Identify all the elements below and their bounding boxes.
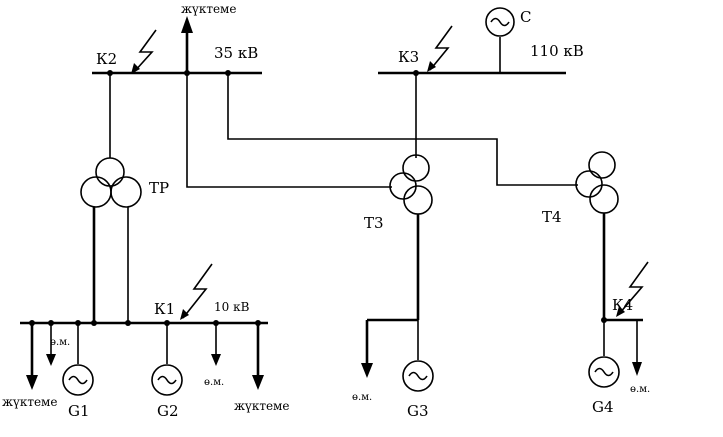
transformer-t3-label: Т3: [364, 214, 384, 232]
lightning-icon-k1: [180, 263, 213, 320]
lightning-icon-k3: [427, 25, 453, 72]
om-label-2: ө.м.: [204, 377, 224, 388]
wire-35kv-to-t4: [227, 73, 578, 186]
lightning-icon-k2: [131, 29, 157, 74]
fault-label-k1: К1: [154, 300, 175, 318]
branch-g3: [361, 318, 434, 392]
load-left-label: жүктеме: [2, 395, 58, 409]
om-label-3: ө.м.: [352, 392, 372, 403]
bus-110kv: [378, 70, 566, 76]
load-right-label: жүктеме: [234, 399, 290, 413]
source-c: [485, 7, 515, 73]
fault-label-k4: К4: [612, 296, 633, 314]
om-label-1: ө.м.: [50, 337, 70, 348]
generator-g4-label: G4: [592, 398, 614, 416]
transformer-t3: [389, 73, 433, 320]
om-load-2: [211, 323, 221, 366]
transformer-tp: [80, 73, 142, 322]
generator-g1: [62, 323, 94, 396]
load-left: [26, 323, 38, 390]
bus-35kv-label: 35 кВ: [214, 44, 258, 62]
bus-10kv-label: 10 кВ: [214, 300, 250, 314]
fault-label-k3: К3: [398, 48, 419, 66]
bus-110kv-label: 110 кВ: [530, 42, 584, 60]
source-c-label: С: [520, 8, 531, 26]
top-load-arrow: [181, 16, 193, 73]
transformer-t4-label: Т4: [542, 208, 562, 226]
generator-g1-label: G1: [68, 402, 90, 420]
generator-g2-label: G2: [157, 402, 179, 420]
transformer-tp-label: ТР: [149, 179, 169, 197]
fault-label-k2: К2: [96, 50, 117, 68]
top-load-label: жүктеме: [181, 2, 237, 16]
om-load-1: [46, 323, 56, 366]
bus-10kv: [20, 320, 268, 326]
lightning-icon-k4: [616, 261, 649, 317]
om-label-4: ө.м.: [630, 384, 650, 395]
load-right: [252, 323, 264, 390]
wire-35kv-to-t3: [186, 73, 392, 188]
branch-g4: [588, 317, 643, 388]
bus-35kv: [92, 70, 262, 76]
generator-g2: [151, 323, 183, 396]
transformer-t4: [575, 151, 619, 322]
generator-g3-label: G3: [407, 402, 429, 420]
